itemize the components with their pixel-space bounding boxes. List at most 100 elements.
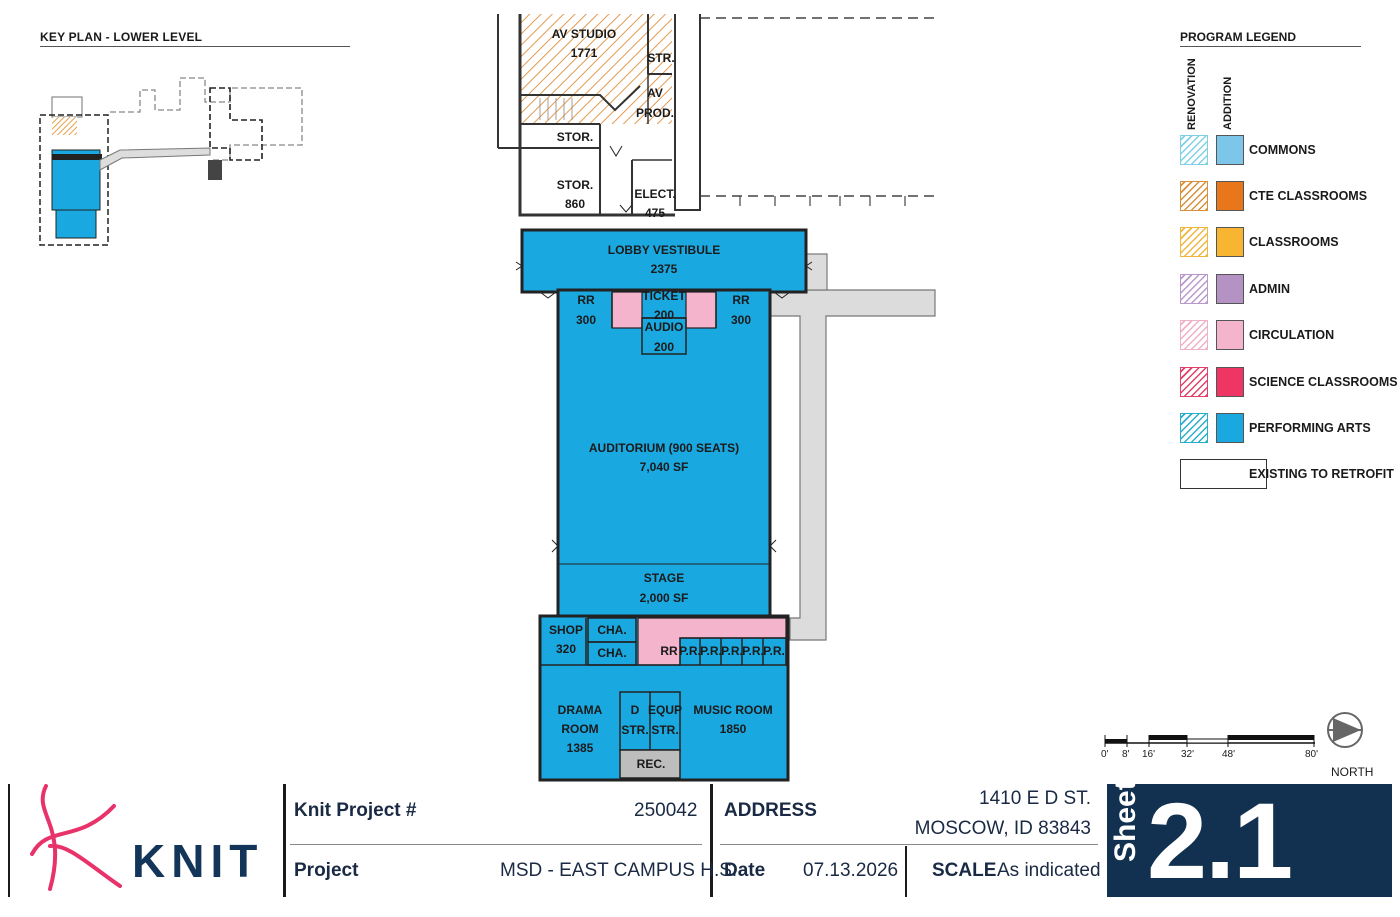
scale-tick-5: 80' — [1305, 749, 1319, 760]
tb-divider-3 — [905, 846, 907, 897]
legend-swatch-renovation — [1180, 135, 1208, 165]
legend-swatch-renovation — [1180, 227, 1208, 257]
av-studio-area — [520, 14, 672, 124]
legend-label: EXISTING TO RETROFIT — [1249, 467, 1394, 481]
tb-divider-2 — [710, 784, 713, 897]
room-auditorium-area: 7,040 SF — [640, 460, 689, 474]
scale-tick-3: 32' — [1181, 749, 1195, 760]
north-arrow-icon — [1327, 712, 1363, 748]
room-stor-1: STOR. — [557, 130, 593, 144]
room-dstr-1: D — [631, 703, 640, 717]
legend-swatch-existing — [1180, 459, 1267, 489]
room-lobby: LOBBY VESTIBULE — [608, 243, 720, 257]
room-equp-2: STR. — [651, 723, 678, 737]
legend-swatch-addition — [1216, 181, 1244, 211]
room-audio: AUDIO — [645, 320, 684, 334]
legend-label: CLASSROOMS — [1249, 235, 1339, 249]
room-stage: STAGE — [644, 571, 684, 585]
room-drama-1: DRAMA — [558, 703, 603, 717]
room-drama-2: ROOM — [561, 722, 598, 736]
date-value: 07.13.2026 — [803, 860, 899, 881]
legend-label: CIRCULATION — [1249, 328, 1335, 342]
room-stor-2-area: 860 — [565, 197, 585, 211]
legend-col-renovation: RENOVATION — [1186, 58, 1198, 130]
legend-label: COMMONS — [1249, 143, 1316, 157]
room-av-studio-area: 1771 — [571, 46, 598, 60]
address-line-2: MOSCOW, ID 83843 — [914, 818, 1091, 839]
room-music-area: 1850 — [720, 722, 747, 736]
project-label: Project — [294, 860, 359, 881]
key-plan-title: KEY PLAN - LOWER LEVEL — [40, 30, 350, 47]
key-plan-diagram — [39, 77, 303, 246]
scale-tick-4: 48' — [1222, 749, 1236, 760]
scale-label: SCALE — [932, 860, 997, 881]
room-shop-area: 320 — [556, 642, 576, 656]
north-label: NORTH — [1331, 765, 1374, 779]
legend-item: EXISTING TO RETROFIT — [1180, 459, 1394, 491]
legend-swatch-renovation — [1180, 274, 1208, 304]
legend-item: SCIENCE CLASSROOMS — [1180, 367, 1398, 399]
room-stor-2: STOR. — [557, 178, 593, 192]
tb-rule-left — [290, 844, 702, 845]
sheet-number: 2.1 — [1147, 780, 1293, 901]
room-av-prod-1: AV — [647, 86, 663, 100]
knit-logo-icon — [30, 784, 122, 891]
room-rr-right: RR — [732, 293, 750, 307]
legend-label: ADMIN — [1249, 282, 1290, 296]
legend-item: CLASSROOMS — [1180, 227, 1390, 259]
legend-label: CTE CLASSROOMS — [1249, 189, 1368, 203]
tb-divider-left — [8, 784, 10, 897]
scale-value: As indicated — [997, 860, 1101, 881]
legend-item: PERFORMING ARTS — [1180, 413, 1390, 445]
room-pr-3: P.R. — [721, 644, 743, 658]
room-pr-5: P.R. — [763, 644, 785, 658]
room-cha-2: CHA. — [597, 646, 626, 660]
legend-swatch-renovation — [1180, 181, 1208, 211]
room-rr-right-area: 300 — [731, 313, 751, 327]
legend-swatch-renovation — [1180, 320, 1208, 350]
legend-swatch-renovation — [1180, 367, 1208, 397]
legend-swatch-addition — [1216, 227, 1244, 257]
legend-item: CTE CLASSROOMS — [1180, 181, 1390, 213]
legend-swatch-addition — [1216, 320, 1244, 350]
room-stage-area: 2,000 SF — [640, 591, 689, 605]
legend-item: COMMONS — [1180, 135, 1390, 167]
address-label: ADDRESS — [724, 800, 817, 821]
room-av-studio: AV STUDIO — [552, 27, 616, 41]
room-rec: REC. — [637, 757, 666, 771]
room-str: STR. — [647, 51, 674, 65]
room-elect-area: 475 — [645, 206, 665, 220]
room-rr-small: RR — [660, 644, 678, 658]
legend-label: SCIENCE CLASSROOMS — [1249, 375, 1398, 389]
sheet-box: Sheet 2.1 — [1107, 780, 1392, 901]
project-name: MSD - EAST CAMPUS H.S. — [500, 860, 738, 881]
room-cha-1: CHA. — [597, 623, 626, 637]
room-ticket-area: 200 — [654, 308, 674, 322]
tb-divider-1 — [283, 784, 286, 897]
legend-swatch-addition — [1216, 413, 1244, 443]
room-lobby-area: 2375 — [651, 262, 678, 276]
date-label: Date — [724, 860, 766, 881]
room-pr-4: P.R. — [742, 644, 764, 658]
room-dstr-2: STR. — [621, 723, 648, 737]
address-line-1: 1410 E D ST. — [979, 788, 1091, 809]
legend-swatch-renovation — [1180, 413, 1208, 443]
legend-swatch-addition — [1216, 135, 1244, 165]
room-drama-area: 1385 — [567, 741, 594, 755]
legend-title: PROGRAM LEGEND — [1180, 30, 1361, 47]
room-rr-left-area: 300 — [576, 313, 596, 327]
scale-tick-1: 8' — [1122, 749, 1130, 760]
sheet-label: Sheet — [1109, 780, 1142, 862]
legend-item: ADMIN — [1180, 274, 1390, 306]
room-rr-left: RR — [577, 293, 595, 307]
room-music: MUSIC ROOM — [693, 703, 772, 717]
room-auditorium: AUDITORIUM (900 SEATS) — [589, 441, 739, 455]
legend-label: PERFORMING ARTS — [1249, 421, 1371, 435]
scale-tick-0: 0' — [1101, 749, 1109, 760]
legend-col-addition: ADDITION — [1222, 76, 1234, 130]
legend-swatch-addition — [1216, 274, 1244, 304]
tb-rule-right — [720, 844, 1098, 845]
room-av-prod-2: PROD. — [636, 106, 674, 120]
room-pr-2: P.R. — [700, 644, 722, 658]
